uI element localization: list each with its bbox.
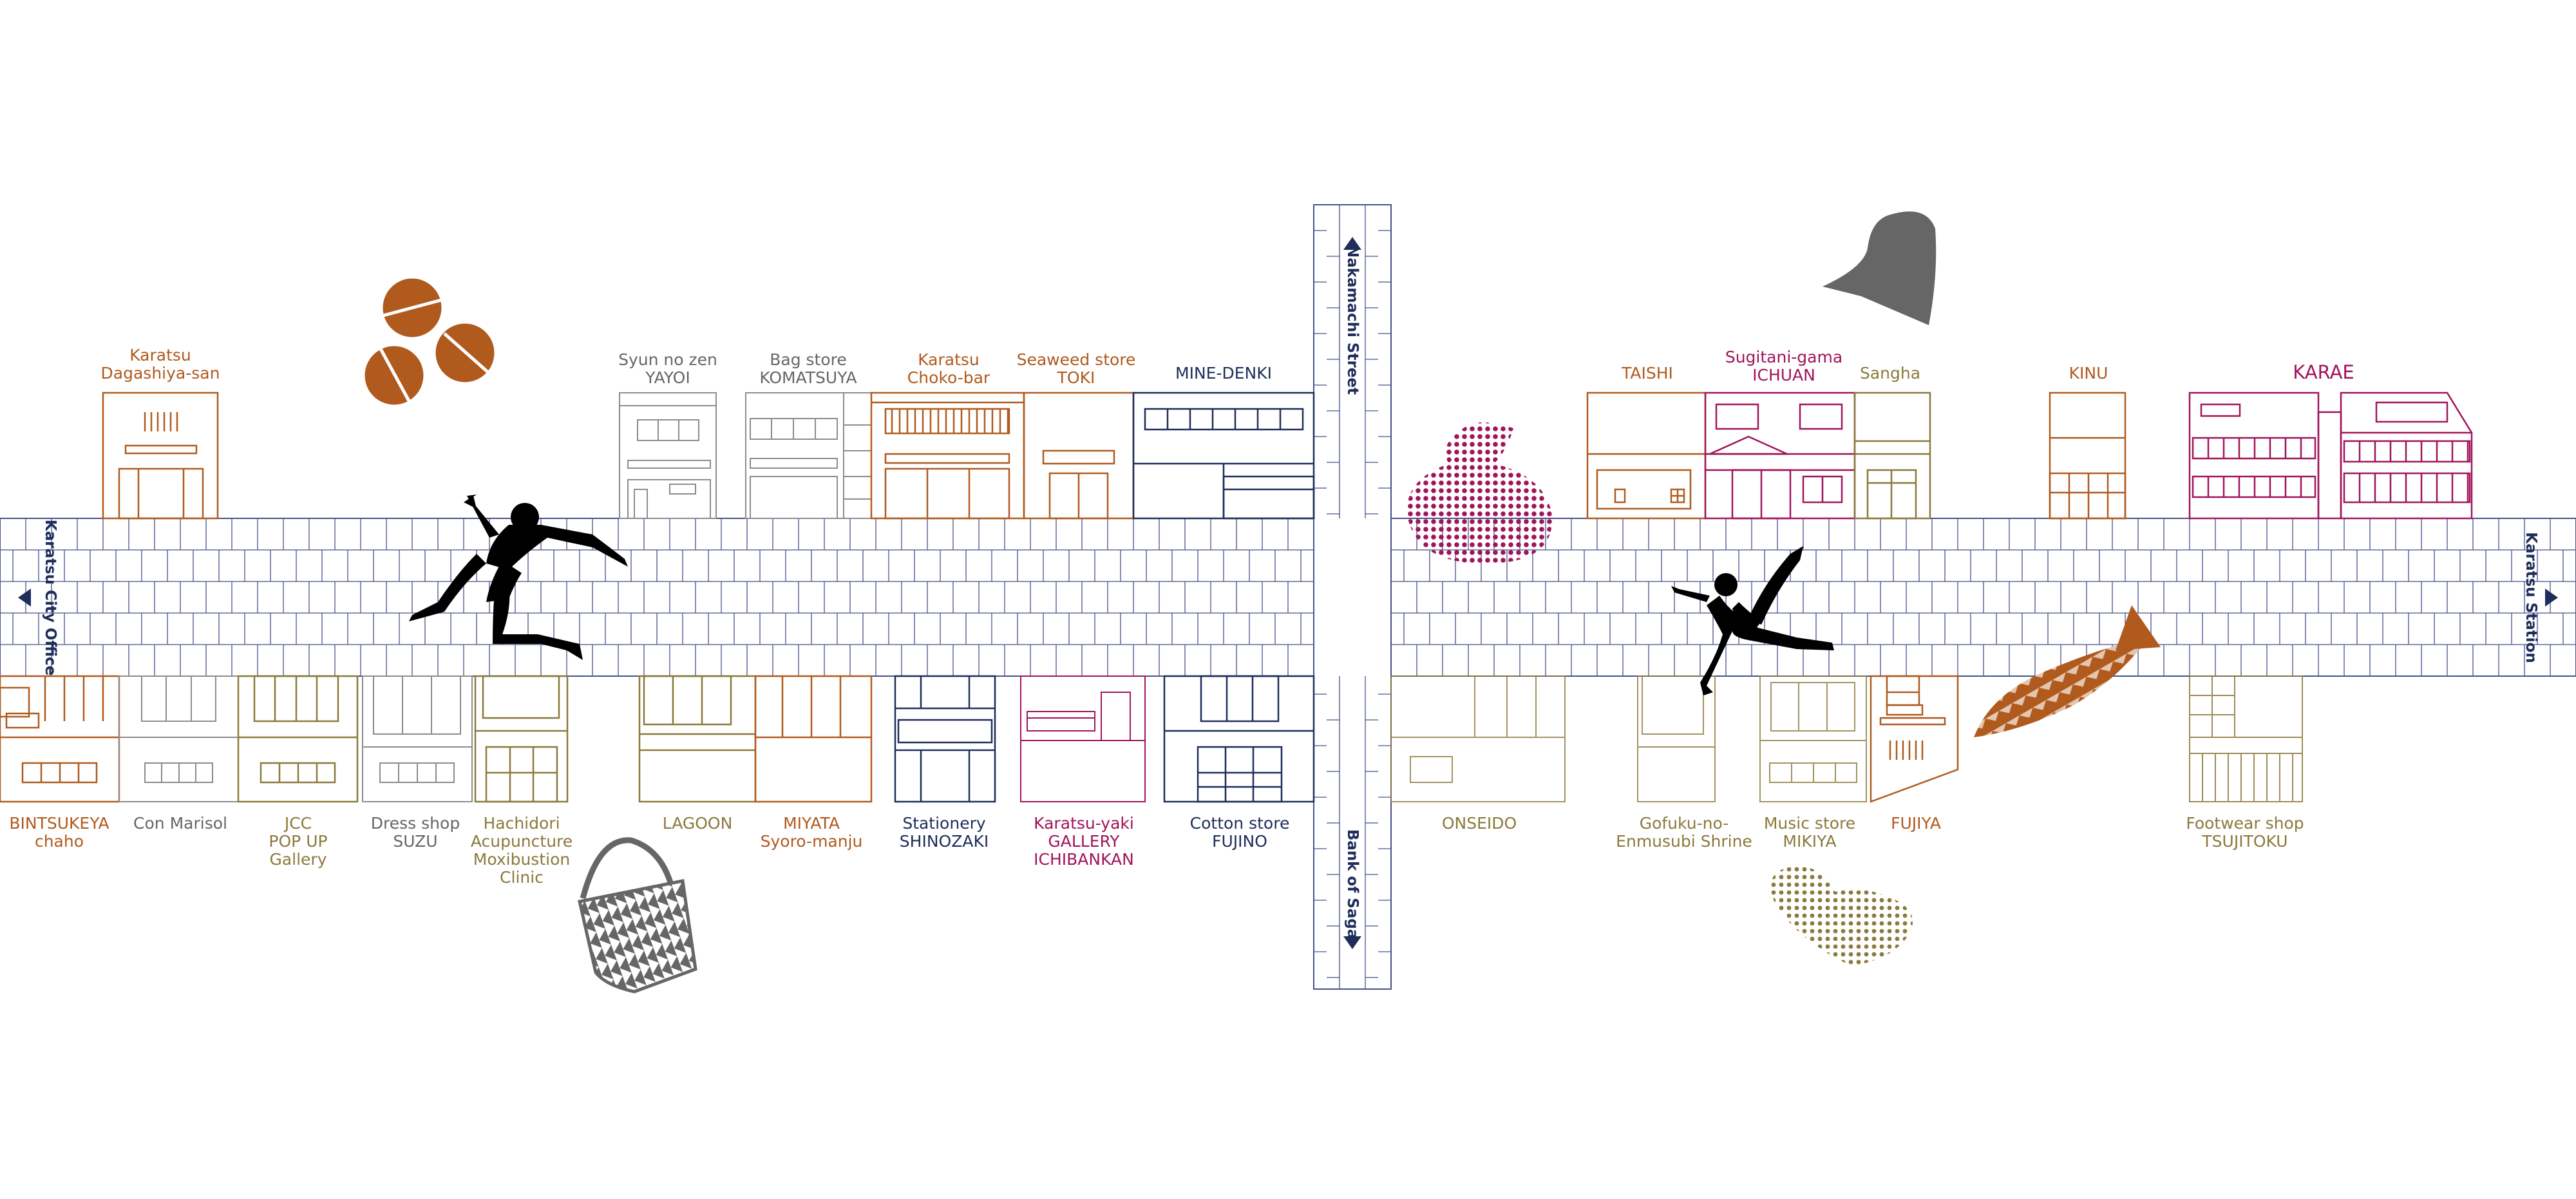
building-tsujitoku [2189,675,2303,802]
bell-icon [1823,211,1937,325]
basket-icon [577,837,697,994]
building-shinozaki [894,675,996,803]
building-sangha [1853,392,1931,520]
building-ichibankan [1020,675,1146,802]
west-street-label: Karatsu City Office [42,519,59,676]
building-kinu [2049,392,2126,520]
building-toki [1023,392,1135,520]
shop-label-fujiya: FUJIYA [1891,814,1941,833]
building-con-marisol [118,675,239,802]
heart-icon [1770,866,1913,966]
main-street-paving [0,518,2576,677]
building-komatsuya [745,392,872,519]
building-ichuan [1704,392,1856,520]
east-street-label: Karatsu Station [2523,532,2539,663]
north-arrow-icon [1343,237,1361,250]
shop-label-sangha: Sangha [1859,364,1921,382]
building-bintsukeya [0,675,120,803]
shop-label-mine-denki: MINE-DENKI [1175,364,1272,382]
runner-figure-right [1671,546,1834,695]
south-arrow-icon [1343,936,1361,949]
shop-label-lagoon: LAGOON [662,814,733,833]
east-arrow-icon [2545,589,2558,607]
building-hachidori [474,675,569,803]
shop-label-taishi: TAISHI [1622,364,1673,382]
building-fujino [1163,675,1315,803]
building-karae [2188,392,2473,520]
building-yayoi [619,392,717,519]
building-mikiya [1759,675,1867,802]
chestnut-icon [361,275,498,408]
runner-figure-left [409,495,628,660]
building-miyata [754,675,873,803]
shop-label-onseido: ONSEIDO [1441,814,1517,833]
building-suzu [362,675,473,802]
building-choko-bar [870,392,1025,520]
shop-label-karae: KARAE [2293,361,2354,383]
building-taishi [1586,392,1707,520]
north-street-label: Nakamachi Street [1344,245,1361,395]
cross-street-paving [1313,204,1392,990]
south-street-label: Bank of Saga [1344,829,1361,939]
shop-label-shrine: Gofuku-no-Enmusubi Shrine [1616,814,1752,851]
building-dagashiya [102,392,219,520]
building-onseido [1390,675,1566,802]
fish-icon [1974,605,2161,737]
pouch-icon [1406,422,1553,564]
building-lagoon [638,675,757,803]
shop-label-con-marisol: Con Marisol [133,814,227,833]
building-jcc [237,675,359,803]
shop-label-kinu: KINU [2069,364,2108,382]
west-arrow-icon [18,589,31,607]
building-mine-denki [1132,392,1315,520]
building-fujiya [1870,675,1959,803]
building-shrine [1637,675,1716,802]
